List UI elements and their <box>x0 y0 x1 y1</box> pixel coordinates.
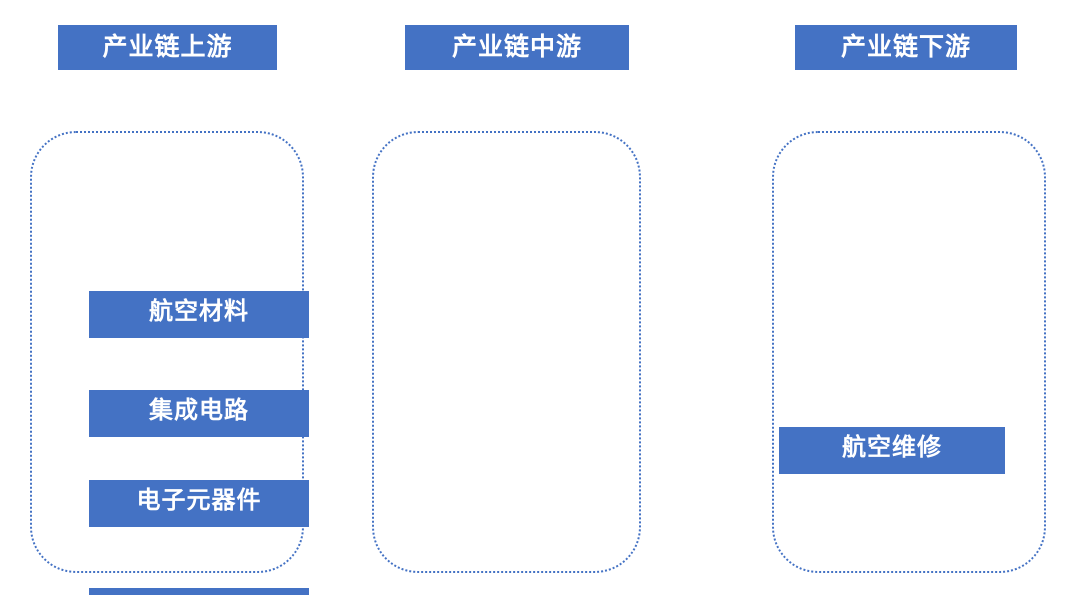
column-body-downstream: 民用航空公司 通用航空公司 及其他 <box>772 131 1046 573</box>
node-upstream-0[interactable]: 航空材料 <box>89 291 309 338</box>
column-header-upstream: 产业链上游 <box>58 25 277 70</box>
column-body-midstream: 航空维修 <box>372 131 1005 573</box>
node-upstream-3[interactable]: 其他 <box>89 588 309 595</box>
node-upstream-1[interactable]: 集成电路 <box>89 390 309 437</box>
column-header-midstream: 产业链中游 <box>405 25 629 70</box>
column-body-upstream: 航空材料 集成电路 电子元器件 其他 <box>30 131 309 595</box>
node-midstream-0[interactable]: 航空维修 <box>779 427 1005 474</box>
column-header-downstream: 产业链下游 <box>795 25 1017 70</box>
node-upstream-2[interactable]: 电子元器件 <box>89 480 309 527</box>
